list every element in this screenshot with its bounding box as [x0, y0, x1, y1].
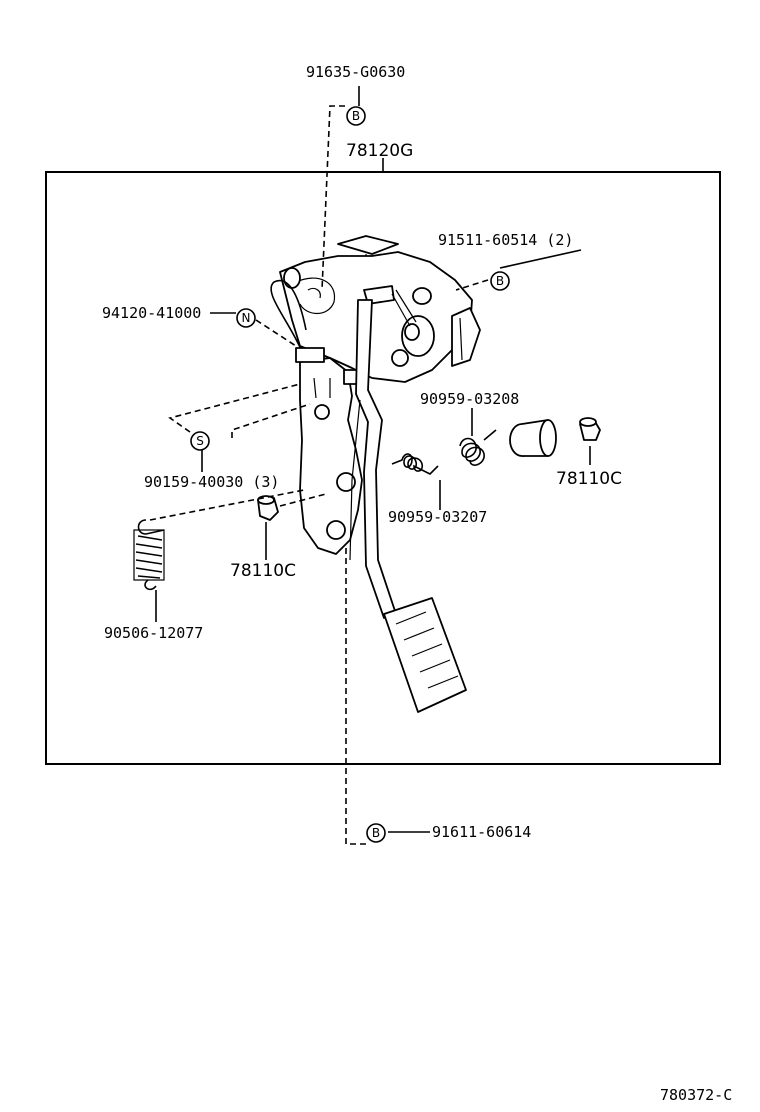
- marker-b-bottom: B: [366, 823, 386, 843]
- label-spring-large-part: 90959-03208: [420, 390, 519, 408]
- bushing-large: [509, 419, 557, 457]
- marker-b-right: B: [490, 271, 510, 291]
- label-b-top-part: 91635-G0630: [306, 63, 405, 81]
- label-b-right-part: 91511-60514 (2): [438, 231, 573, 249]
- bushing-small-left: [257, 495, 279, 521]
- svg-text:B: B: [352, 109, 360, 123]
- extension-spring: [133, 519, 165, 591]
- bushing-small-right: [579, 417, 601, 441]
- label-assembly-part: 78120G: [346, 141, 413, 161]
- svg-text:N: N: [242, 311, 251, 325]
- label-spring-small-part: 90959-03207: [388, 508, 487, 526]
- marker-b-top: B: [346, 106, 366, 126]
- label-bushing-right-part: 78110C: [556, 469, 622, 489]
- marker-n: N: [236, 308, 256, 328]
- label-s-part: 90159-40030 (3): [144, 473, 279, 491]
- svg-text:S: S: [196, 434, 204, 448]
- label-b-bottom-part: 91611-60614: [432, 823, 531, 841]
- svg-text:B: B: [372, 826, 380, 840]
- marker-s: S: [190, 431, 210, 451]
- label-extension-spring-part: 90506-12077: [104, 624, 203, 642]
- figure-code: 780372-C: [660, 1086, 732, 1104]
- label-bushing-left-part: 78110C: [230, 561, 296, 581]
- torsion-spring-small: [391, 453, 439, 475]
- pedal-bracket-assembly: [270, 235, 481, 713]
- label-n-part: 94120-41000: [102, 304, 201, 322]
- svg-text:B: B: [496, 274, 504, 288]
- torsion-spring-large: [459, 429, 497, 466]
